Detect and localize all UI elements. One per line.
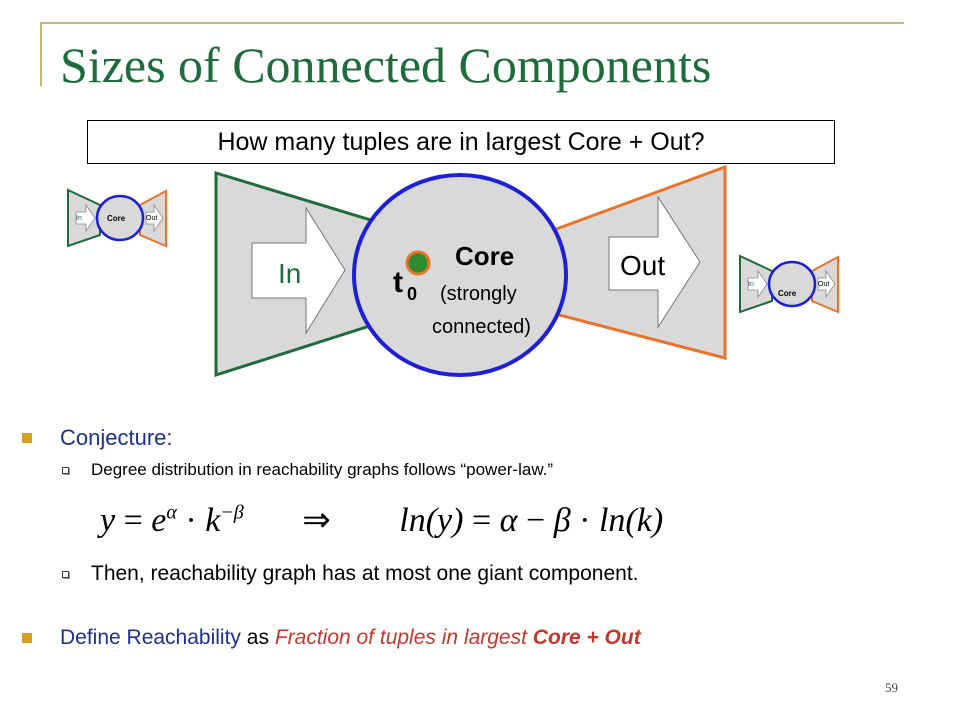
in-arrow-icon	[251, 206, 346, 335]
formula-alpha: α	[499, 502, 518, 539]
bullet-then: Then, reachability graph has at most one…	[62, 562, 639, 586]
define-text: Define Reachability as Fraction of tuple…	[60, 626, 641, 650]
formula-e: e	[151, 502, 167, 539]
bullet-conjecture: Conjecture:	[22, 425, 173, 451]
bullet-hollow-square-icon	[62, 466, 69, 474]
formula-k: k	[205, 502, 221, 539]
define-core-out: Core + Out	[532, 626, 641, 649]
bullet-define: Define Reachability as Fraction of tuple…	[22, 626, 641, 650]
conjecture-text: Conjecture:	[60, 425, 173, 450]
core-ellipse	[352, 173, 568, 377]
define-reachability: Define Reachability	[60, 626, 241, 649]
bullet-square-icon	[22, 633, 32, 643]
bullet-square-icon	[22, 433, 32, 443]
then-text: Then, reachability graph has at most one…	[91, 562, 639, 585]
define-as: as	[246, 626, 269, 649]
t-sub: 0	[407, 284, 417, 304]
small-core-label-right: Core	[778, 289, 797, 298]
define-fraction: Fraction of tuples in largest	[274, 626, 527, 649]
formula-y: y	[100, 502, 116, 539]
formula-minus: −	[526, 502, 546, 539]
core-label: Core	[455, 241, 514, 271]
core-sub1: (strongly	[440, 283, 517, 305]
question-box: How many tuples are in largest Core + Ou…	[87, 120, 835, 164]
small-out-arrow-icon	[145, 203, 164, 233]
slide-title: Sizes of Connected Components	[60, 37, 712, 93]
formula-negbeta-exp: −β	[220, 501, 244, 524]
out-label: Out	[620, 250, 665, 281]
formula-ln-k: ln(k)	[598, 502, 664, 539]
formula-dot2: ·	[579, 502, 591, 539]
bullet-degree: Degree distribution in reachability grap…	[62, 460, 553, 480]
formula-eq1: =	[123, 502, 143, 539]
small-in-label-left: In	[76, 215, 82, 222]
power-law-formula: y = eα · k−β ⇒ ln(y) = α − β · ln(k)	[100, 500, 663, 540]
out-arrow-icon	[608, 195, 701, 329]
small-core-label-left: Core	[107, 214, 126, 223]
formula-beta: β	[553, 502, 571, 539]
formula-ln-y: ln(y)	[399, 502, 464, 539]
frame-left-line	[40, 22, 42, 86]
t0-dot	[405, 250, 431, 276]
small-out-arrow-icon-right	[817, 269, 836, 299]
small-out-label-left: Out	[146, 215, 157, 222]
t-label: t	[393, 266, 403, 299]
bullet-hollow-square-icon	[62, 570, 69, 578]
core-sub2: connected)	[432, 316, 531, 338]
page-number: 59	[885, 680, 898, 695]
degree-text: Degree distribution in reachability grap…	[91, 460, 554, 479]
formula-eq2: =	[471, 502, 492, 539]
small-bowtie-right: In Core Out	[739, 254, 839, 314]
small-in-arrow-icon-right	[747, 269, 768, 299]
small-in-arrow-icon	[75, 203, 96, 233]
formula-dot1: ·	[185, 502, 197, 539]
small-in-label-right: In	[748, 281, 754, 288]
formula-alpha-exp: α	[166, 501, 177, 524]
frame-top-line	[40, 22, 904, 24]
small-out-label-right: Out	[818, 281, 829, 288]
in-label: In	[278, 258, 301, 289]
small-bowtie-left: In Core Out	[67, 188, 167, 248]
formula-implies: ⇒	[302, 502, 331, 539]
